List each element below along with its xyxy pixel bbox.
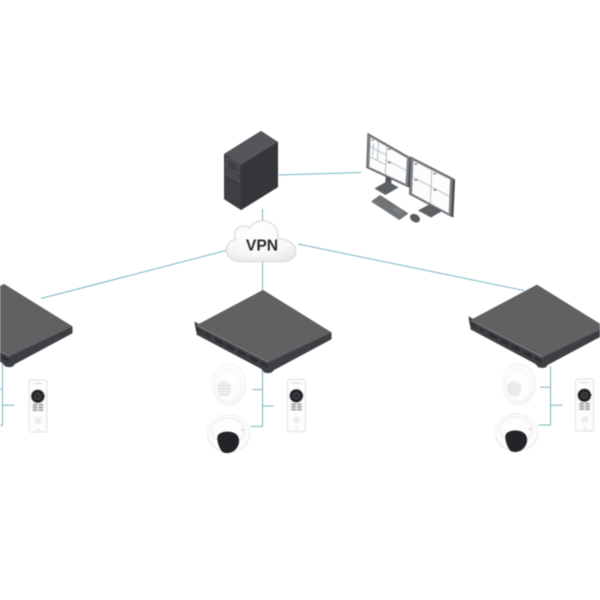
svg-text:VPN: VPN [246, 237, 278, 254]
